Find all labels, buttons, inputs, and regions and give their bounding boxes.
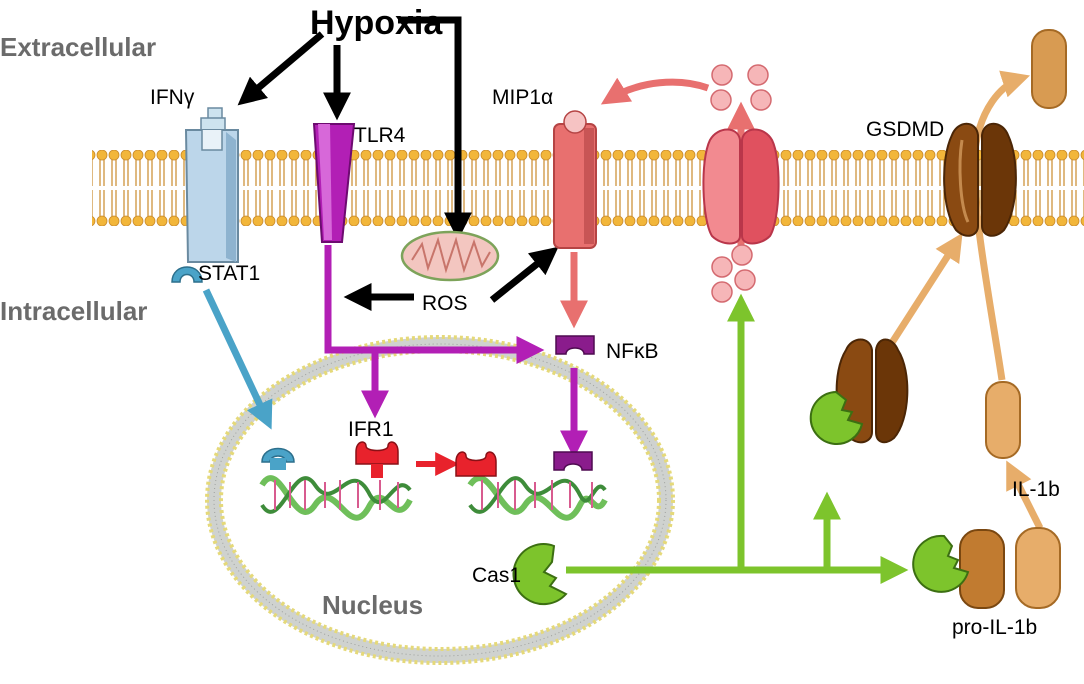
label-pro-il1b: pro-IL-1b	[952, 616, 1037, 639]
label-ifr1: IFR1	[348, 418, 394, 441]
hypoxia-arrows	[237, 16, 472, 241]
label-cas1: Cas1	[472, 564, 521, 587]
cas1-protein	[512, 543, 568, 606]
label-ifng: IFNγ	[150, 86, 195, 109]
stat1-on-dna	[261, 447, 295, 470]
pro-il1b-protein	[959, 527, 1061, 609]
mip1a-receptor	[553, 110, 597, 249]
tlr4-pathway	[324, 245, 588, 459]
il1b-protein	[985, 381, 1021, 459]
membrane-channel	[702, 128, 780, 245]
arrow-hypoxia-to-ifng	[237, 31, 325, 106]
secreted-molecules	[710, 64, 772, 111]
tlr4-receptor	[312, 123, 356, 243]
region-intracellular: Intracellular	[0, 296, 147, 326]
label-ros: ROS	[422, 292, 468, 315]
released-il1b	[1031, 29, 1067, 109]
nfkb-on-dna	[553, 451, 593, 471]
label-mip1a: MIP1α	[492, 86, 553, 109]
arrow-gsdmd-cleaved-to-membrane	[883, 232, 963, 354]
ifr1-protein	[355, 441, 399, 478]
stat1-protein	[171, 266, 203, 283]
nucleus	[205, 335, 675, 665]
label-nfkb: NFκB	[606, 340, 659, 363]
region-nucleus: Nucleus	[322, 590, 423, 620]
arrow-secreted-to-mip1a	[600, 77, 710, 105]
label-tlr4: TLR4	[354, 124, 406, 147]
mitochondrion	[400, 230, 500, 282]
cas1-bound-gsdmd	[809, 390, 864, 445]
arrow-tlr4-to-nfkb	[324, 245, 545, 364]
arrow-stat1-to-dna	[202, 288, 273, 430]
arrow-hypoxia-to-mitochondrion	[398, 16, 472, 241]
cas1-pathway	[566, 293, 909, 584]
label-gsdmd: GSDMD	[866, 118, 944, 141]
arrow-pro-il1b-to-il1b	[1006, 460, 1044, 530]
label-stat1: STAT1	[198, 262, 260, 285]
dna-left	[259, 475, 413, 521]
nfkb-protein	[555, 335, 595, 355]
cas1-bound-pro-il1b	[912, 534, 970, 593]
dna-right	[467, 475, 608, 521]
label-il1b: IL-1b	[1012, 478, 1060, 501]
intracellular-molecules	[711, 244, 756, 303]
arrow-ros-to-mip1a	[489, 246, 559, 303]
hypoxia-title: Hypoxia	[310, 4, 443, 42]
ros-arrows	[343, 246, 559, 311]
ifng-receptor	[184, 107, 239, 263]
region-extracellular: Extracellular	[0, 32, 156, 62]
ifr1-on-dna	[455, 451, 497, 477]
gsdmd-pore	[943, 122, 1017, 237]
